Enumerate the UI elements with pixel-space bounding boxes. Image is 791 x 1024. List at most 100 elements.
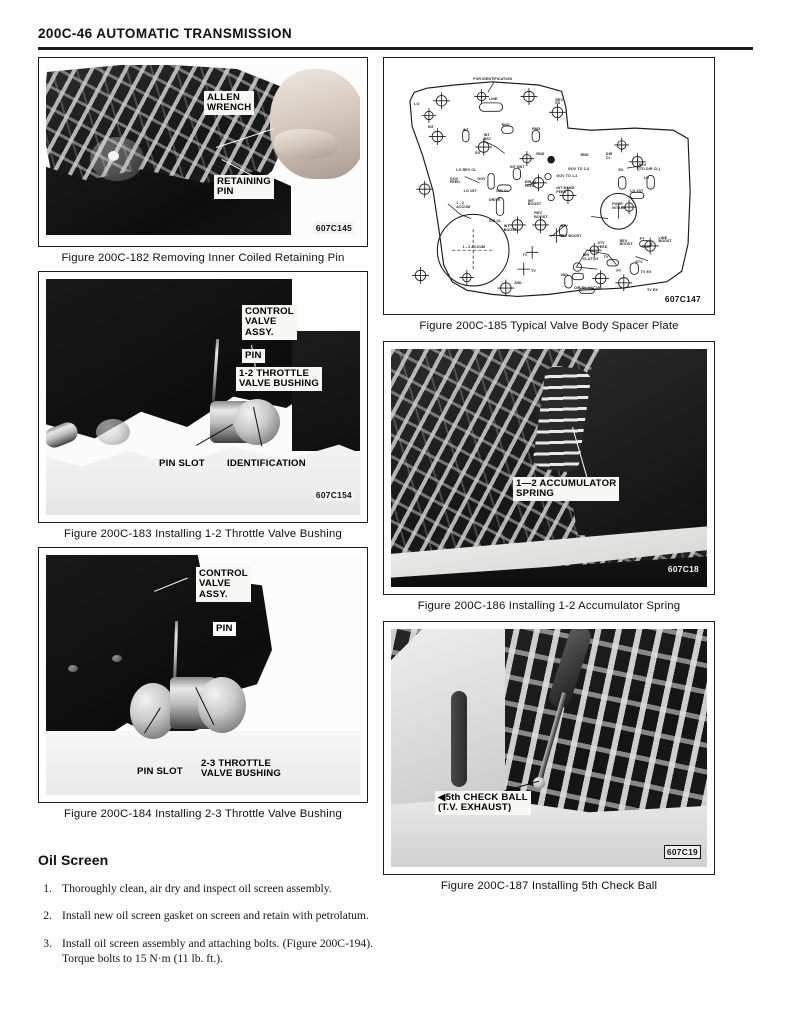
spacer-plate-label: LINE [488,96,498,101]
callout-pin: PIN [212,621,237,637]
spacer-plate-label: DIR CL ACCUM [574,286,602,290]
header-divider [38,47,753,50]
spacer-plate-label: TV EX [640,270,652,275]
spacer-plate-label: GOV TO 2-3 [567,167,590,172]
callout-control-valve-assy: CONTROL VALVE ASSY. [242,305,297,341]
spacer-plate-label: DIR CL [488,218,502,223]
technician-hand [270,69,360,179]
figure-200c-182: ALLEN WRENCH RETAINING PIN 607C145 Figur… [38,57,368,267]
spacer-plate-label: RND [580,153,589,158]
pin-slot-bushing [130,683,176,739]
spacer-plate-label: EX [618,168,624,173]
photo-code-label: 607C147 [664,294,701,304]
callout-identification: IDENTIFICATION [227,457,306,469]
check-ball-object [533,777,545,789]
spacer-plate-label: PT [616,269,622,274]
spacer-plate-label: INT BAND FEED [556,186,575,194]
spacer-plate-label: 2ND [560,273,569,278]
case-rib [451,691,467,787]
spacer-plate-label: LO [643,175,649,180]
procedure-step: 2. Install new oil screen gasket on scre… [38,908,373,923]
spacer-plate-label: RND [536,152,545,157]
figure-image-frame: ALLEN WRENCH RETAINING PIN 607C145 [38,57,368,247]
spacer-plate-label: 1 - 2 ACCUM [456,200,471,209]
spacer-plate-svg [409,81,691,298]
figure-200c-184: CONTROL VALVE ASSY. PIN PIN SLOT 2-3 THR… [38,547,368,823]
spacer-plate-label: GOV FEED [449,176,460,185]
spacer-plate-label: INT BST [483,133,492,142]
photo-installing-5th-check-ball: ◀5th CHECK BALL (T.V. EXHAUST) 607C19 [391,629,707,867]
step-text: Install new oil screen gasket on screen … [62,909,369,923]
figure-image-frame: CONTROL VALVE ASSY. PIN 1-2 THROTTLE VAL… [38,271,368,523]
bore-opening [96,419,130,445]
callout-pin-slot: PIN SLOT [137,765,183,777]
spacer-plate-label: DRIVE [488,197,501,202]
step-number: 2. [43,909,52,923]
callout-throttle-valve-bushing: 1-2 THROTTLE VALVE BUSHING [236,367,323,392]
callout-retaining-pin: RETAINING PIN [214,175,274,200]
figure-caption: Figure 200C-187 Installing 5th Check Bal… [440,880,658,892]
spacer-plate-label: DIR CL [605,152,613,161]
spacer-plate-label: REV (TO DIR CL) [638,162,660,171]
spacer-plate-label: REV EX [555,97,564,106]
spacer-plate-label: RND [532,127,541,132]
photo-code-label: 607C18 [667,564,699,574]
callout-throttle-valve-bushing: 2-3 THROTTLE VALVE BUSHING [201,757,282,780]
figure-caption: Figure 200C-183 Installing 1-2 Throttle … [64,528,342,540]
photo-removing-retaining-pin: ALLEN WRENCH RETAINING PIN 607C145 [46,65,360,239]
figure-caption: Figure 200C-185 Typical Valve Body Space… [419,320,679,332]
spacer-plate-label: INT [427,125,434,130]
spacer-plate-label: STV FEED [597,240,608,249]
step-text: Thoroughly clean, air dry and inspect oi… [62,882,332,895]
spacer-plate-label: DIR CL [496,189,509,194]
spacer-plate-label: DIR CL FEED [524,179,538,188]
figure-200c-186: 1—2 ACCUMULATOR SPRING 607C18 Figure 200… [383,341,715,615]
figure-image-frame: CONTROL VALVE ASSY. PIN PIN SLOT 2-3 THR… [38,547,368,803]
figure-caption: Figure 200C-186 Installing 1-2 Accumulat… [417,600,681,612]
spacer-plate-label: GOV TO 1-2 [556,174,578,179]
callout-pin-slot: PIN SLOT [159,457,205,469]
callout-accumulator-spring: 1—2 ACCUMULATOR SPRING [513,477,620,502]
oil-screen-section: Oil Screen 1. Thoroughly clean, air dry … [38,852,373,979]
figure-200c-183: CONTROL VALVE ASSY. PIN 1-2 THROTTLE VAL… [38,271,368,543]
spacer-plate-label: TV [603,255,609,260]
spacer-plate-label: INT BST [510,165,525,169]
photo-code-label: 607C145 [313,222,354,234]
spacer-plate-label: INT BOOST [503,223,517,232]
hand-finger [274,129,338,159]
spacer-plate-label: LO [414,101,420,106]
spacer-plate-label: 2ND [514,280,522,285]
figure-image-frame: ◀5th CHECK BALL (T.V. EXHAUST) 607C19 [383,621,715,875]
spacer-plate-label: DIR CLUTCH [582,253,599,262]
figure-image-frame: 1—2 ACCUMULATOR SPRING 607C18 [383,341,715,595]
procedure-step: 1. Thoroughly clean, air dry and inspect… [38,881,373,896]
spacer-plate-label: LINE BOOST [658,235,672,244]
spacer-plate-label: REV BOOST [559,234,582,239]
photo-installing-1-2-throttle-valve-bushing: CONTROL VALVE ASSY. PIN 1-2 THROTTLE VAL… [46,279,360,515]
spacer-plate-label: RND [501,122,510,127]
figure-200c-187: ◀5th CHECK BALL (T.V. EXHAUST) 607C19 Fi… [383,621,715,895]
spacer-plate-label: STV [560,223,568,228]
step-number: 1. [43,882,52,895]
spacer-plate-label: 1 - 2 ACCUM [462,244,486,249]
spacer-plate-label: STV [635,259,643,264]
section-heading: Oil Screen [38,852,109,868]
spacer-plate-label: FOR IDENTIFICATION [473,76,513,81]
figure-caption: Figure 200C-182 Removing Inner Coiled Re… [61,252,345,264]
step-number: 3. [43,936,52,950]
photo-corner-white [292,279,360,335]
callout-control-valve-assy: CONTROL VALVE ASSY. [196,567,251,603]
bore-hole-left [68,665,78,672]
bushing-face [198,677,246,733]
photo-installing-1-2-accumulator-spring: 1—2 ACCUMULATOR SPRING 607C18 [391,349,707,587]
bore-hole [108,151,119,161]
spacer-plate-label: PUMP INTAKE [612,201,626,210]
callout-allen-wrench: ALLEN WRENCH [204,91,255,116]
spacer-plate-label: LO 1ST [463,189,477,194]
spacer-plate-label: TV [522,253,528,258]
left-column: ALLEN WRENCH RETAINING PIN 607C145 Figur… [38,57,368,827]
